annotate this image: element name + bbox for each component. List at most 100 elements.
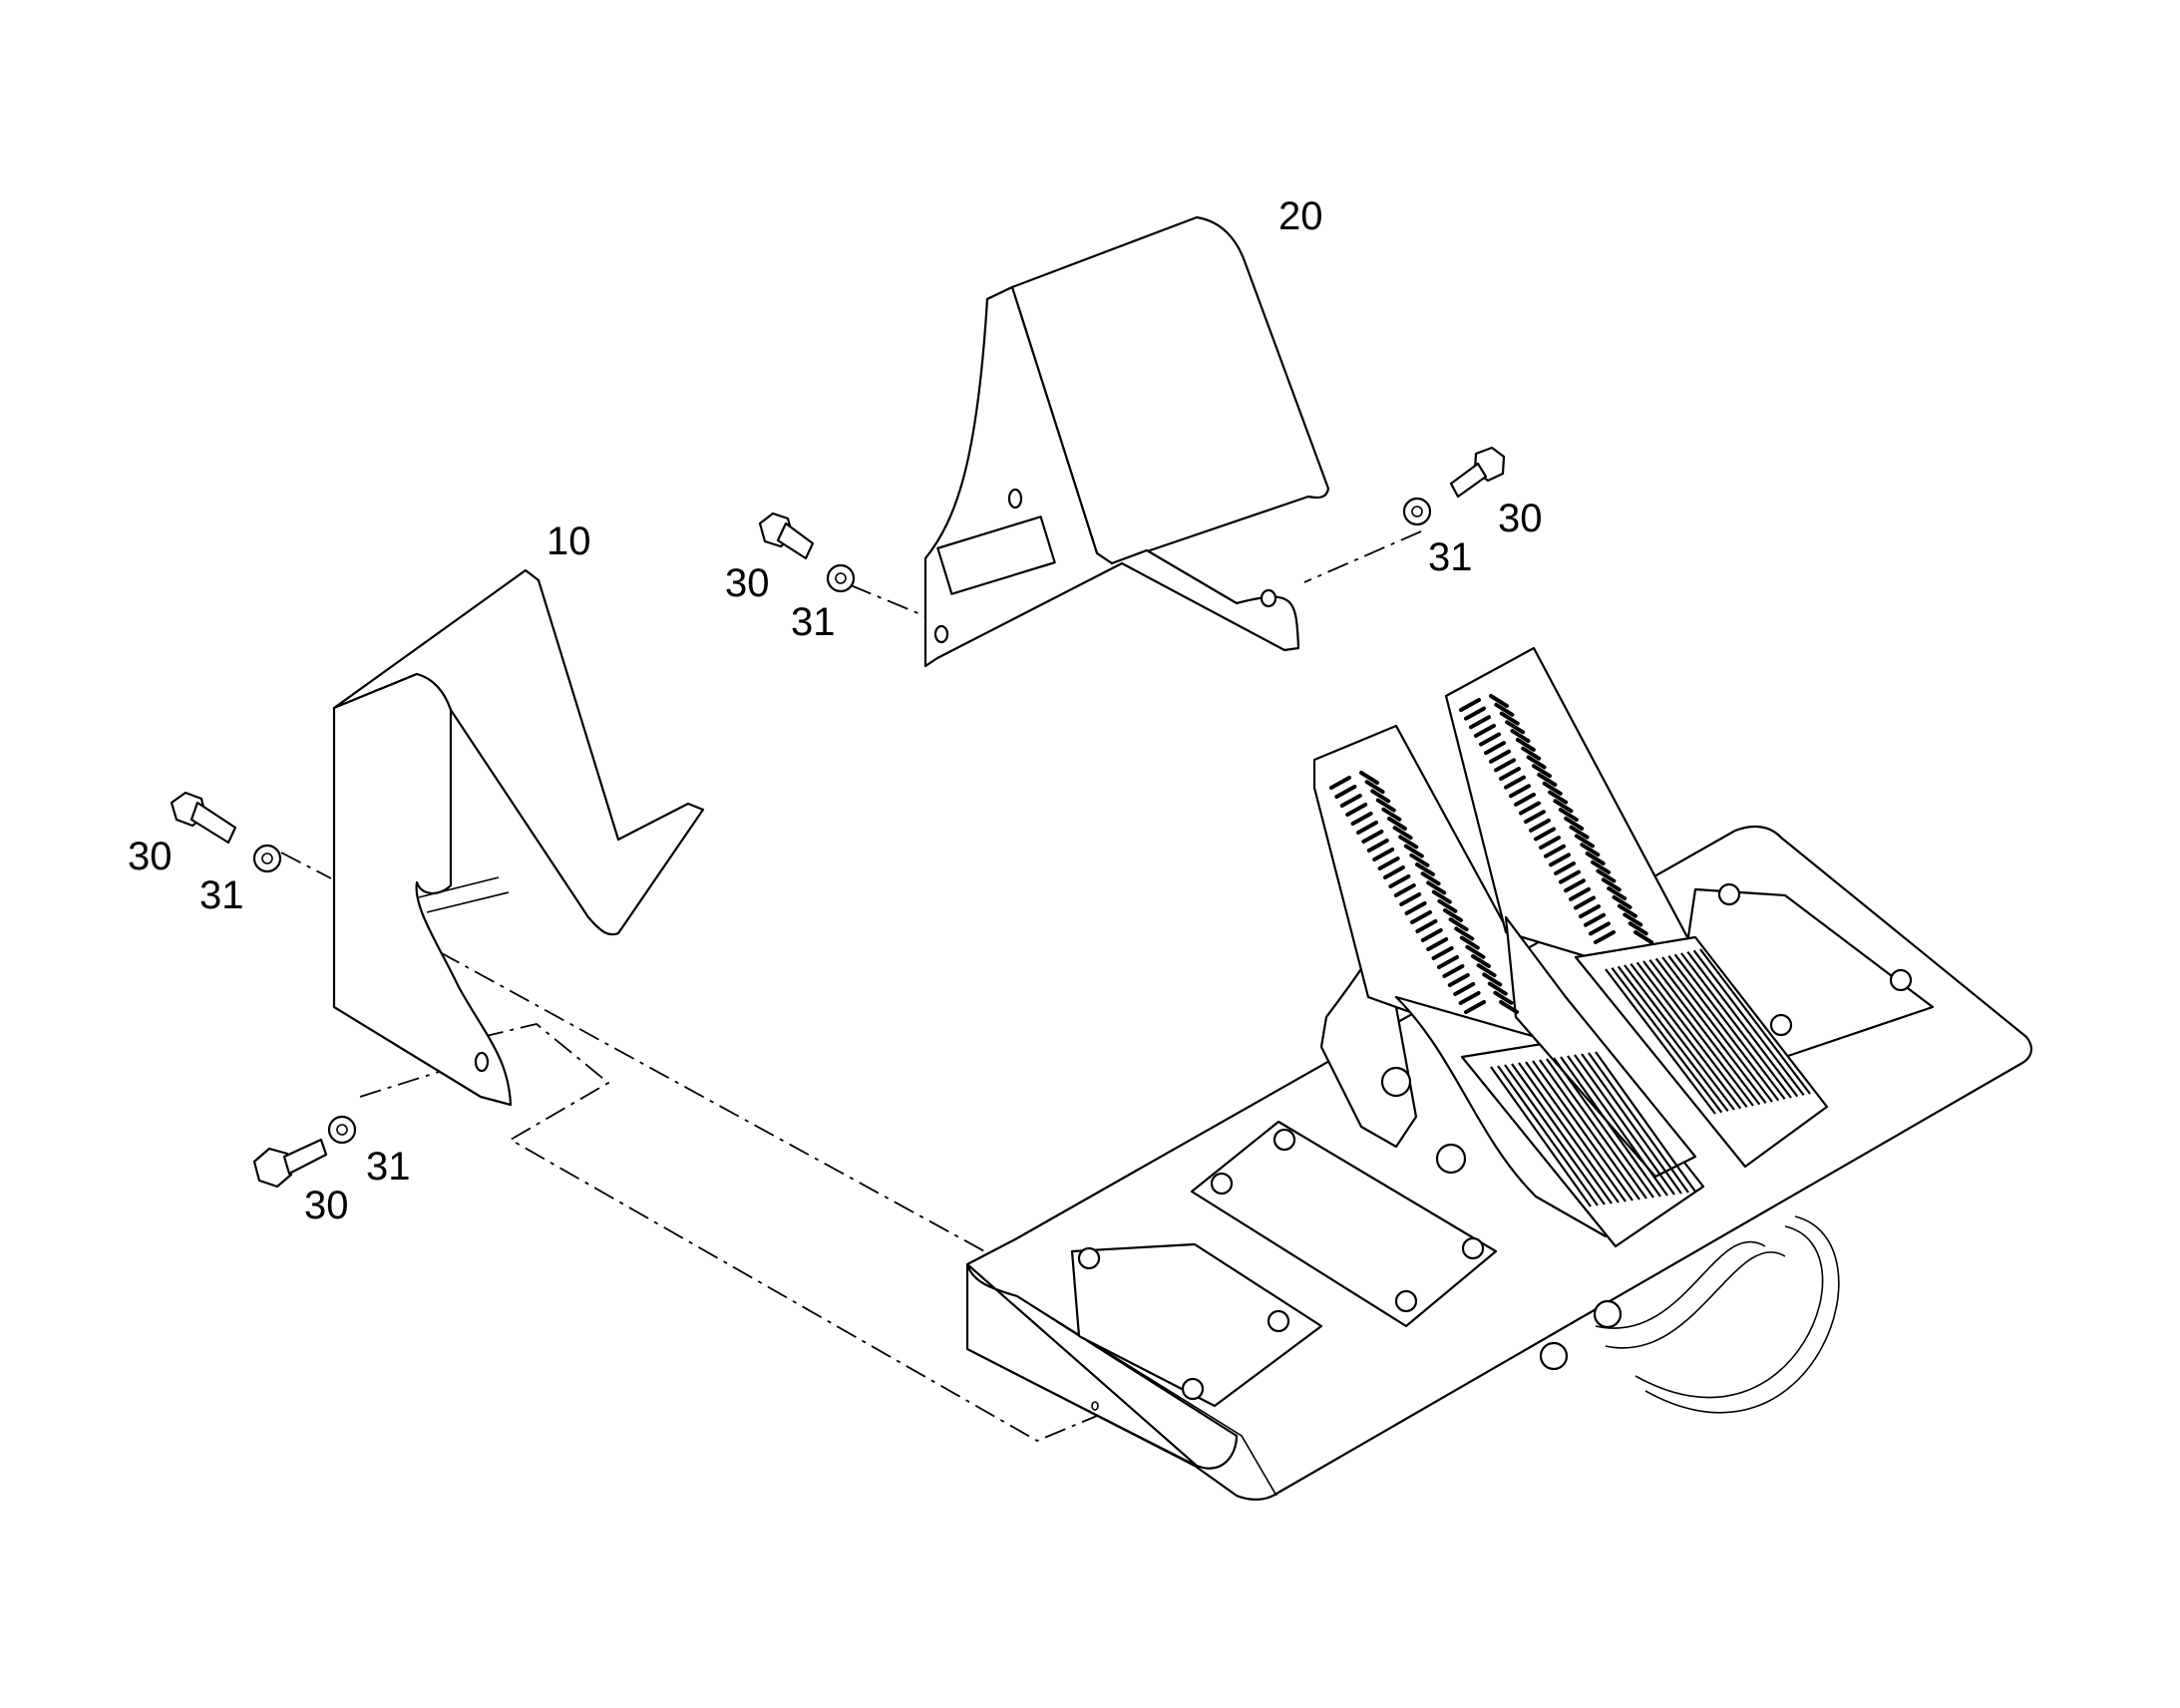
hatch-line bbox=[1415, 862, 1435, 876]
hatch-line bbox=[1554, 860, 1576, 875]
hatch-line bbox=[1553, 799, 1574, 814]
hatch-line bbox=[1567, 1055, 1668, 1196]
hatch-line bbox=[1548, 790, 1569, 805]
hatch-line bbox=[1388, 874, 1411, 888]
hatch-line bbox=[1624, 964, 1735, 1111]
hatch-line bbox=[1623, 912, 1643, 927]
hatch-line bbox=[1458, 991, 1481, 1005]
hatch-line bbox=[1617, 965, 1729, 1112]
callout-30-lower-left: 30 bbox=[304, 1184, 349, 1227]
hatch-line bbox=[1569, 886, 1591, 901]
hatch-line bbox=[1564, 878, 1586, 893]
hatch-line bbox=[1364, 780, 1385, 795]
hatch-line bbox=[1595, 1051, 1696, 1193]
hatch-line bbox=[1499, 711, 1520, 726]
hatch-line bbox=[1359, 771, 1379, 785]
hatch-line bbox=[1584, 912, 1606, 927]
hatch-line bbox=[1469, 715, 1491, 730]
hatch-line bbox=[1549, 853, 1571, 867]
hatch-line bbox=[1426, 937, 1449, 951]
hatch-line bbox=[1529, 818, 1551, 833]
hatch-line bbox=[1392, 826, 1413, 841]
hatch-line bbox=[1339, 794, 1362, 808]
hatch-line bbox=[1560, 1056, 1661, 1197]
hatch-line bbox=[1580, 843, 1601, 857]
callout-31-upper-left: 31 bbox=[791, 600, 836, 644]
hatch-line bbox=[1431, 946, 1454, 960]
hatch-line bbox=[1680, 952, 1792, 1099]
hatch-line bbox=[1514, 792, 1536, 807]
hatch-line bbox=[1505, 720, 1526, 735]
cover-part-10 bbox=[332, 568, 705, 1107]
hatch-line bbox=[1511, 1063, 1613, 1204]
hatch-line bbox=[1553, 1057, 1654, 1198]
hatch-line bbox=[1617, 903, 1637, 918]
hatch-line bbox=[1493, 990, 1514, 1005]
hatch-line bbox=[1596, 868, 1617, 883]
hatch-line bbox=[1489, 694, 1509, 708]
hatch-line bbox=[1375, 798, 1396, 813]
hatch-line bbox=[1504, 775, 1526, 790]
hatch-line bbox=[1591, 859, 1612, 874]
hatch-line bbox=[1459, 698, 1481, 712]
hatch-line bbox=[1546, 1058, 1647, 1199]
hatch-line bbox=[1471, 954, 1491, 968]
hatch-line bbox=[1387, 817, 1407, 831]
bolt-30-mid-left bbox=[170, 791, 282, 873]
hatch-line bbox=[1611, 967, 1723, 1114]
hatch-line bbox=[1447, 973, 1470, 987]
callout-30-upper-left: 30 bbox=[725, 561, 770, 605]
callout-30-mid-left: 30 bbox=[128, 835, 173, 878]
hatch-line bbox=[1415, 919, 1438, 933]
hatch-line bbox=[1409, 853, 1430, 867]
bolt-30-upper-right bbox=[1402, 446, 1506, 526]
callout-31-lower-left: 31 bbox=[366, 1145, 411, 1189]
hatch-line bbox=[1526, 755, 1547, 770]
hatch-line bbox=[1499, 767, 1521, 782]
hatch-line bbox=[1476, 963, 1497, 978]
hatch-line bbox=[1605, 968, 1716, 1115]
hatch-line bbox=[1601, 877, 1622, 892]
hatch-line bbox=[1497, 1065, 1599, 1206]
hatch-line bbox=[1404, 901, 1427, 915]
hatch-line bbox=[1442, 964, 1465, 978]
hatch-line bbox=[1431, 889, 1452, 904]
bolt-30-upper-left bbox=[758, 512, 856, 593]
callout-labels: 10 20 30 31 30 31 30 31 30 31 bbox=[128, 194, 1543, 1227]
hatch-line bbox=[1482, 972, 1503, 987]
hatch-line bbox=[1686, 951, 1799, 1098]
hatch-line bbox=[1559, 869, 1581, 884]
hatch-line bbox=[1634, 930, 1653, 944]
bolt-30-lower-left bbox=[252, 1115, 357, 1189]
hatch-line bbox=[1448, 917, 1469, 932]
hatch-line bbox=[1518, 1062, 1620, 1203]
hatch-line bbox=[1612, 894, 1633, 909]
hatch-line bbox=[1699, 948, 1811, 1095]
hatch-line bbox=[1377, 856, 1400, 870]
hatch-line bbox=[1544, 844, 1566, 858]
hatch-line bbox=[1484, 741, 1506, 756]
hatch-line bbox=[1410, 910, 1432, 924]
hatch-line bbox=[1539, 1059, 1640, 1200]
hatch-line bbox=[1494, 758, 1516, 773]
hatch-line bbox=[1490, 1066, 1592, 1207]
hatch-line bbox=[1661, 956, 1773, 1103]
hatch-line bbox=[1361, 830, 1384, 844]
hatch-line bbox=[1642, 960, 1754, 1107]
hatch-line bbox=[1453, 982, 1476, 996]
hatch-line bbox=[1525, 1061, 1627, 1202]
hatch-line bbox=[1574, 834, 1595, 849]
hatch-line bbox=[1403, 844, 1424, 858]
hatch-line bbox=[1579, 904, 1601, 919]
hatch-line bbox=[1464, 1000, 1486, 1014]
hatch-line bbox=[1515, 737, 1536, 752]
hatch-line bbox=[1443, 908, 1463, 922]
hatch-line bbox=[1366, 839, 1389, 853]
hatch-line bbox=[1648, 959, 1761, 1106]
hatch-line bbox=[1381, 807, 1402, 822]
hatch-line bbox=[1504, 1064, 1606, 1205]
hatch-line bbox=[1487, 981, 1508, 996]
hatch-line bbox=[1420, 871, 1441, 886]
hatch-line bbox=[1539, 836, 1561, 851]
